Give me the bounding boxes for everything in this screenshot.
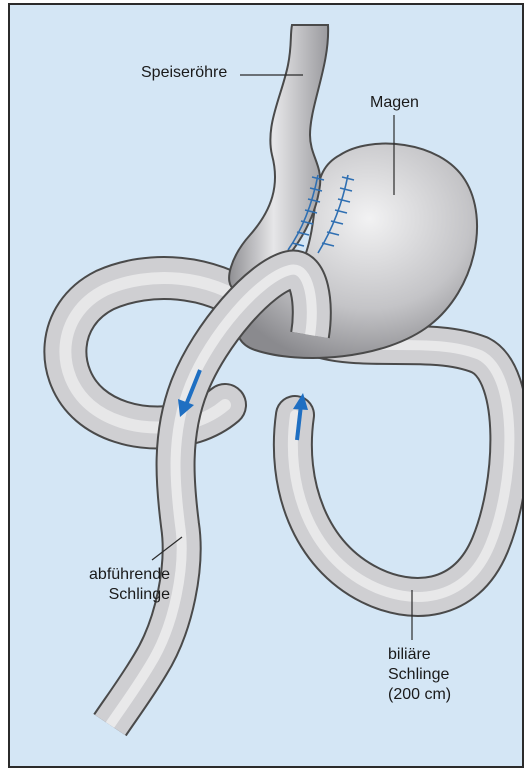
biliary-loop-label-line3: (200 cm) [388,685,451,705]
stomach-label: Magen [370,93,419,113]
efferent-loop-label: abführende Schlinge [60,565,170,605]
esophagus-label: Speiseröhre [141,63,227,83]
biliary-loop-label-line2: Schlinge [388,665,451,685]
diagram-frame: Speiseröhre Magen abführende Schlinge bi… [8,3,524,768]
efferent-loop-label-line1: abführende [60,565,170,585]
biliary-loop-label: biliäre Schlinge (200 cm) [388,645,451,705]
biliary-loop [293,335,510,597]
biliary-loop-label-line1: biliäre [388,645,451,665]
efferent-loop-label-line2: Schlinge [60,585,170,605]
